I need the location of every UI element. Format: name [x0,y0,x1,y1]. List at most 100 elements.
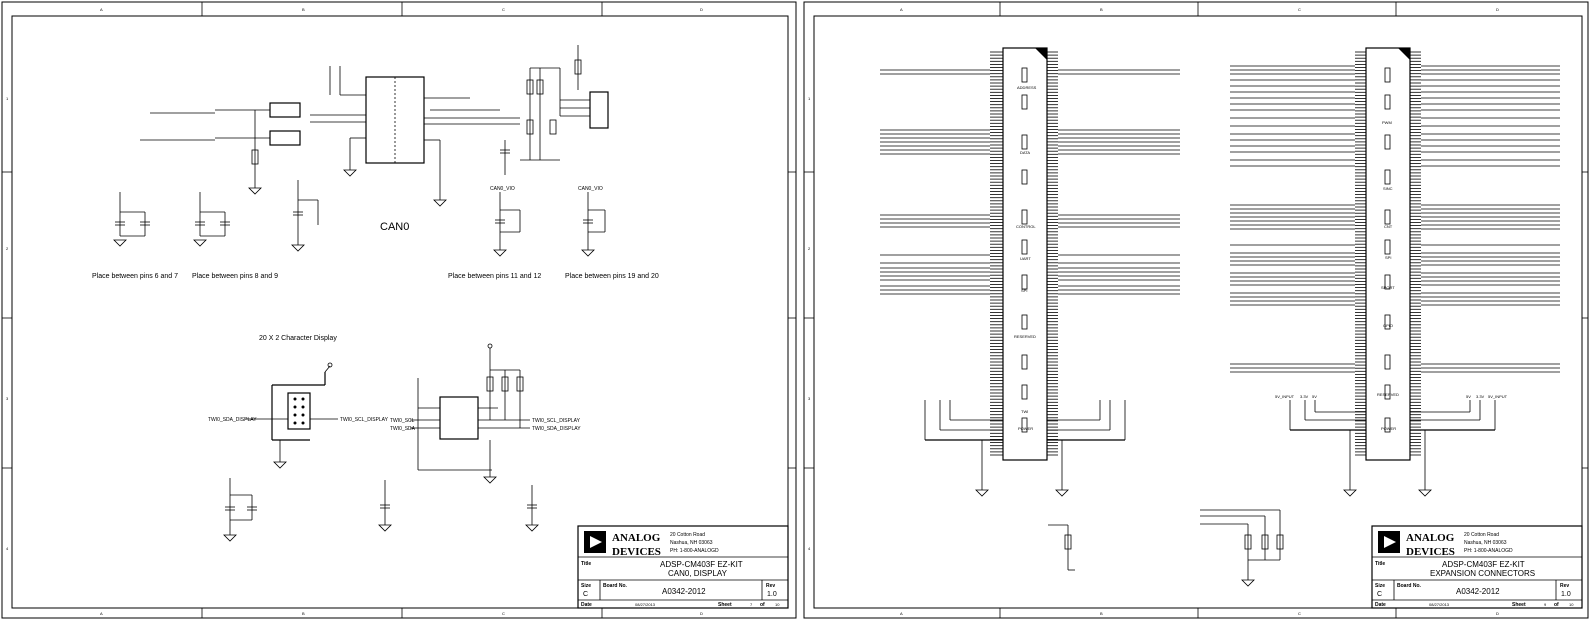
power-rails [924,400,1496,497]
size-value: C [583,591,588,598]
left-pin-slot [1021,384,1028,400]
rev-label: Rev [766,583,775,589]
rev-value: 1.0 [767,591,777,598]
title-line2-s2: EXPANSION CONNECTORS [1430,569,1535,578]
row-label-1-s2: 1 [808,96,811,101]
can-section-title: CAN0 [380,221,409,233]
right-pin-slot [1384,209,1391,225]
bypass-caps-row-2 [223,478,257,542]
title-line2: CAN0, DISPLAY [668,569,728,578]
date-value-s2: 08/27/2013 [1429,602,1450,607]
col-label-a-s2-bottom: A [900,611,903,616]
left-pin-slot [1021,239,1028,255]
board-label-s2: Board No. [1397,583,1422,589]
power-label-5v-input-left: 5V_INPUT [1275,394,1295,399]
sheet-2: A B C D A B C D 1 2 3 4 ADDRESS DATA CON… [803,1,1589,619]
left-pin-slot [1021,209,1028,225]
sheet-total: 10 [775,602,780,607]
title-label-s2: Title [1375,561,1385,567]
title-line1-s2: ADSP-CM403F EZ-KIT [1442,560,1525,569]
col-label-d-s2: D [1496,7,1499,12]
net-can-vio-a: CAN0_VIO [490,186,515,192]
col-label-c-s2: C [1298,7,1301,12]
rev-label-s2: Rev [1560,583,1569,589]
net-twi-scl: TWI0_SCL [390,418,415,424]
row-label-2: 2 [6,246,9,251]
left-group-uart: UART [1020,256,1031,261]
right-pin-slot [1384,239,1391,255]
left-pin-slot [1021,354,1028,370]
title-line1: ADSP-CM403F EZ-KIT [660,560,743,569]
adi-logo-line2-s2: DEVICES [1406,546,1455,558]
right-pin-slot [1384,67,1391,83]
can-transceiver [310,66,520,207]
right-group-cnt: CNT [1384,224,1393,229]
adi-logo-line1: ANALOG [612,532,661,544]
sheet-label: Sheet [718,602,732,608]
board-value: A0342-2012 [662,587,706,596]
row-label-2-s2: 2 [808,246,811,251]
power-label-3v3-right: 3.3V [1476,394,1485,399]
title-label: Title [581,561,591,567]
right-pin-slot [1384,274,1391,290]
col-label-b-s2: B [1100,7,1103,12]
address-line2-s2: Nashua, NH 03063 [1464,540,1507,546]
col-label-b: B [302,7,305,12]
sheet-number: 7 [750,602,753,607]
col-label-a-bottom: A [100,611,103,616]
sheet-label-s2: Sheet [1512,602,1526,608]
left-pin-slot [1021,314,1028,330]
title-block-1: ANALOG DEVICES 20 Cotton Road Nashua, NH… [577,525,789,609]
row-label-3: 3 [6,396,9,401]
sheet-1-inner-border [11,15,789,609]
col-label-c-bottom: C [502,611,505,616]
expansion-connector-right: PWM SINC CNT SPI SPORT GPIO RESERVED POW… [1365,47,1411,461]
left-group-reserved: RESERVED [1014,334,1036,339]
left-pin-slot [1021,67,1028,83]
net-can-vio-b: CAN0_VIO [578,186,603,192]
power-label-5v-right: 5V [1466,394,1471,399]
left-group-twi: TWI [1021,409,1028,414]
size-label-s2: Size [1375,583,1385,589]
left-group-spi: SPI [1021,288,1027,293]
display-section-title: 20 X 2 Character Display [259,335,337,342]
col-label-b-s2-bottom: B [1100,611,1103,616]
right-pin-slot [1384,417,1391,433]
size-value-s2: C [1377,591,1382,598]
placement-note-2: Place between pins 8 and 9 [192,273,278,280]
right-pin-slot [1384,354,1391,370]
placement-note-1: Place between pins 6 and 7 [92,273,178,280]
right-group-sport: SPORT [1381,285,1395,290]
placement-note-4: Place between pins 19 and 20 [565,273,659,280]
right-pin-slot [1384,169,1391,185]
left-group-power: POWER [1018,426,1033,431]
left-pin-slot [1021,94,1028,110]
sheet-2-outer-border [803,1,1589,619]
col-label-c-s2-bottom: C [1298,611,1301,616]
level-translator [378,343,539,532]
sheet-2-inner-border [813,15,1583,609]
right-group-power: POWER [1381,426,1396,431]
address-line2: Nashua, NH 03063 [670,540,713,546]
rev-value-s2: 1.0 [1561,591,1571,598]
row-label-3-s2: 3 [808,396,811,401]
date-value: 08/27/2013 [635,602,656,607]
right-group-spi: SPI [1385,255,1391,260]
col-label-b-bottom: B [302,611,305,616]
sheet-1-outer-border [1,1,797,619]
adi-logo-line1-s2: ANALOG [1406,532,1455,544]
col-label-a-s2: A [900,7,903,12]
net-twi-scl-display: TWI0_SCL_DISPLAY [340,417,389,423]
right-pin-slot [1384,94,1391,110]
placement-note-3: Place between pins 11 and 12 [448,273,541,280]
row-label-4: 4 [6,546,9,551]
of-label-s2: of [1554,602,1559,608]
can-termination [500,45,609,175]
bypass-caps-row-1 [113,180,606,257]
adi-logo-line2: DEVICES [612,546,661,558]
sheet-1: A B C D A B C D 1 2 3 4 [1,1,797,619]
left-group-data: DATA [1020,150,1030,155]
right-pin-slot [1384,134,1391,150]
title-block-2: ANALOG DEVICES 20 Cotton Road Nashua, NH… [1371,525,1583,609]
